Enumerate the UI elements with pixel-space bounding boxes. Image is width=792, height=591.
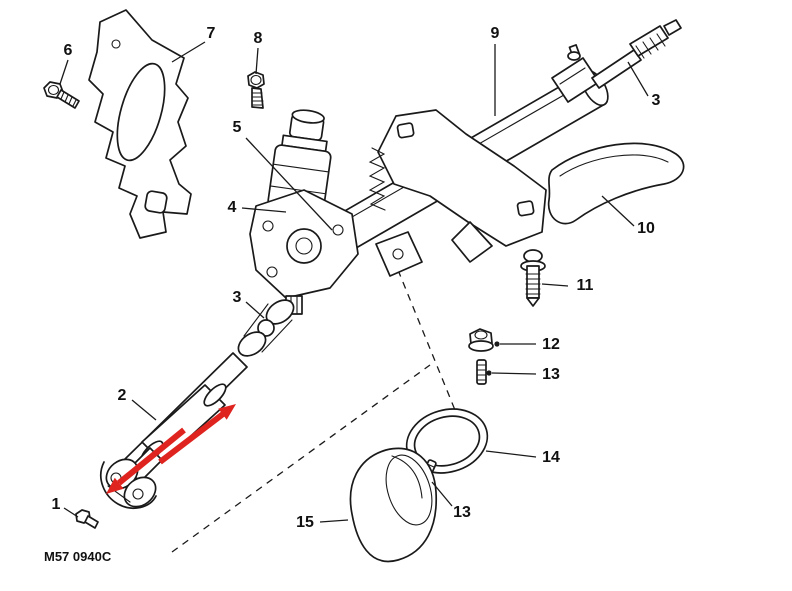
callout-part-13-upper: 13 — [542, 366, 560, 383]
figure-code: M57 0940C — [44, 549, 112, 564]
part-1-lower-yoke-and-bolt — [75, 458, 157, 529]
callout-part-3-upper: 3 — [652, 92, 661, 109]
part-7-mounting-bracket — [88, 9, 192, 239]
callout-part-5: 5 — [233, 119, 242, 136]
part-3-upper-shaft — [591, 19, 682, 89]
callout-part-9: 9 — [491, 25, 500, 42]
column-mounting-bracket — [368, 109, 547, 277]
part-6-bolt — [43, 81, 80, 109]
callout-part-14: 14 — [542, 449, 560, 466]
callout-part-7: 7 — [207, 25, 216, 42]
red-arrow-up-right — [158, 411, 225, 465]
red-arrow-annotations — [106, 404, 236, 494]
callout-part-13-lower: 13 — [453, 504, 471, 521]
callout-part-12: 12 — [542, 336, 560, 353]
callout-part-6: 6 — [64, 42, 73, 59]
red-arrowhead-up-right — [218, 404, 236, 420]
callout-part-4: 4 — [228, 199, 237, 216]
callout-labels: 6 7 8 5 9 3 4 10 11 3 12 13 2 14 13 15 1 — [52, 25, 661, 531]
callout-part-11: 11 — [577, 277, 594, 294]
leader-lines — [59, 41, 649, 523]
callout-part-3-mid: 3 — [233, 289, 242, 306]
callout-part-2: 2 — [118, 387, 127, 404]
callout-part-15: 15 — [296, 514, 314, 531]
part-4-gear-housing — [249, 189, 359, 315]
part-13-stud-upper — [476, 359, 487, 385]
part-14-seal-ring — [405, 408, 489, 474]
part-3-universal-joint — [237, 299, 295, 357]
part-12-nut — [468, 328, 494, 352]
part-10-release-lever — [547, 142, 685, 225]
construction-lines — [171, 269, 469, 553]
callout-part-10: 10 — [637, 220, 655, 237]
part-8-bolt — [247, 71, 265, 109]
red-arrow-down-left — [117, 427, 186, 486]
red-arrowhead-down-left — [106, 477, 124, 494]
callout-part-1: 1 — [52, 496, 61, 513]
part-15-boot — [349, 447, 438, 563]
part-11-bolt — [520, 249, 546, 307]
callout-part-8: 8 — [254, 30, 263, 47]
